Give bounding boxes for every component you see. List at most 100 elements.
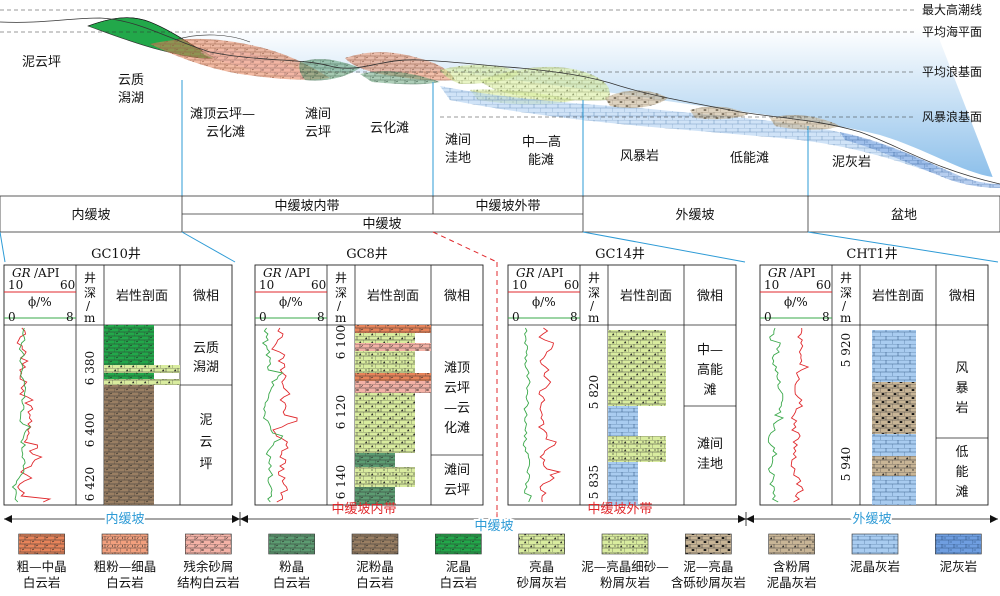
depth-label-3: / — [86, 299, 91, 313]
legend-label: 白云岩 — [273, 575, 311, 590]
depth-label-2: 深 — [588, 286, 600, 300]
facies-low-energy-shoal: 低能滩 — [730, 151, 769, 166]
zone-mid-ramp-inner: 中缓坡内带 — [274, 198, 339, 214]
mean-wave-base: 平均浪基面 — [922, 64, 982, 79]
legend-item: 泥—亮晶细砂—粉屑灰岩 — [581, 533, 669, 590]
microfacies-2-line-2: 洼地 — [697, 457, 723, 472]
legend-label: 结构白云岩 — [177, 575, 240, 590]
depth-tick: 6 400 — [83, 413, 97, 447]
depth-label-3: / — [590, 299, 595, 313]
legend-label: 含粉屑 — [773, 559, 811, 574]
microfacies-1-line-1: 风 — [955, 361, 968, 376]
connector-lines — [0, 231, 999, 520]
microfacies-2-line-3: 坪 — [199, 457, 212, 472]
well-gc8: GC8井 GR /API 10 60 ϕ/% 0 8 井 深 / m 岩性剖面 … — [254, 247, 484, 506]
legend-label: 含砾砂屑灰岩 — [671, 575, 746, 590]
gr-max: 60 — [816, 278, 831, 292]
microfacies-2-line-1: 泥 — [199, 413, 212, 428]
gr-curve — [271, 327, 298, 503]
legend-label: 泥—亮晶 — [683, 559, 733, 574]
phi-curve — [767, 327, 785, 503]
lithology-header: 岩性剖面 — [620, 289, 672, 304]
facies-storm-rock: 风暴岩 — [620, 149, 659, 164]
depth-label-3: / — [842, 299, 847, 313]
phi-max: 8 — [317, 310, 325, 324]
gr-curve — [537, 327, 562, 503]
legend-label: 白云岩 — [356, 575, 394, 590]
legend-label: 泥晶灰岩 — [767, 575, 817, 590]
facies-intershoal-depression-1: 滩间 — [445, 133, 471, 148]
legend-label: 粗—中晶 — [17, 559, 67, 574]
gr-unit: /API — [285, 266, 311, 280]
microfacies-2-line-2: 云坪 — [444, 483, 470, 498]
bottom-inner-ramp: 内缓坡 — [105, 511, 144, 527]
microfacies-1-line-3: 岩 — [955, 401, 968, 416]
depth-label-1: 井 — [84, 271, 96, 285]
gr-min: 10 — [8, 278, 23, 292]
phi-curve — [522, 327, 532, 503]
gr-label: GR — [768, 266, 787, 280]
bottom-outer-ramp: 外缓坡 — [852, 512, 891, 527]
microfacies-2-line-1: 滩间 — [444, 463, 470, 478]
max-high-tide-line: 最大高潮线 — [922, 2, 982, 17]
gr-label: GR — [12, 266, 31, 280]
facies-intershoal-depression-2: 洼地 — [445, 151, 471, 166]
legend-label: 砂屑灰岩 — [517, 575, 567, 590]
depth-label-1: 井 — [335, 271, 347, 285]
depth-tick: 6 120 — [334, 395, 348, 429]
legend-label: 泥晶 — [446, 559, 471, 574]
depth-tick: 6 100 — [334, 325, 348, 359]
bottom-mid-outer: 中缓坡外带 — [587, 502, 652, 517]
gr-unit: /API — [34, 266, 60, 280]
legend-item: 泥晶灰岩 — [850, 533, 900, 574]
depth-label-3: / — [337, 299, 342, 313]
microfacies-1-line-4: 化滩 — [444, 421, 470, 436]
depth-tick: 6 140 — [334, 465, 348, 499]
well-gc14: GC14井 GR /API 10 60 ϕ/% 0 8 井 深 / m 岩性剖面… — [507, 247, 737, 506]
depositional-profile: 最大高潮线 平均海平面 平均浪基面 风暴浪基面 泥云坪 云质 潟湖 滩顶云坪— … — [0, 2, 1000, 232]
phi-curve — [261, 327, 284, 503]
microfacies-1-line-2: 潟湖 — [193, 360, 219, 375]
zone-basin: 盆地 — [891, 208, 917, 223]
phi-max: 8 — [822, 310, 830, 324]
zone-mid-ramp: 中缓坡 — [362, 217, 401, 232]
depth-tick: 6 420 — [83, 467, 97, 501]
well-name: GC8井 — [346, 247, 388, 262]
legend-label: 亮晶 — [529, 559, 554, 574]
gr-label: GR — [263, 266, 282, 280]
gr-max: 60 — [311, 278, 326, 292]
well-name: GC14井 — [595, 247, 645, 262]
phi-max: 8 — [66, 310, 74, 324]
facies-shoal-top-2: 云化滩 — [206, 125, 245, 140]
storm-wave-base: 风暴浪基面 — [922, 109, 982, 124]
phi-label: ϕ/% — [784, 295, 808, 309]
legend-label: 泥—亮晶细砂— — [581, 559, 669, 574]
microfacies-1-line-3: 滩 — [703, 383, 716, 398]
depth-label-2: 深 — [840, 286, 852, 300]
legend-label: 粗粉—细晶 — [94, 559, 157, 574]
mean-sea-level: 平均海平面 — [922, 24, 982, 39]
microfacies-1-line-1: 中— — [697, 343, 723, 358]
legend-label: 白云岩 — [106, 575, 144, 590]
bottom-mid-inner: 中缓坡内带 — [331, 501, 396, 517]
phi-min: 0 — [259, 310, 267, 324]
well-gc10: GC10井 GR /API 10 60 ϕ/% 0 8 井 深 / m 岩性剖面… — [3, 247, 233, 506]
gr-max: 60 — [60, 278, 75, 292]
microfacies-1-line-3: —云 — [444, 401, 470, 416]
microfacies-header: 微相 — [193, 289, 219, 304]
facies-lagoon-1: 云质 — [118, 73, 144, 88]
lithology-header: 岩性剖面 — [872, 289, 924, 304]
zone-outer-ramp: 外缓坡 — [675, 208, 714, 223]
zone-inner-ramp: 内缓坡 — [71, 207, 110, 223]
legend-label: 泥晶灰岩 — [850, 559, 900, 574]
depth-label-4: m — [335, 311, 347, 325]
phi-min: 0 — [8, 310, 16, 324]
legend-label: 白云岩 — [440, 575, 478, 590]
well-name: GC10井 — [91, 247, 141, 262]
well-name: CHT1井 — [846, 247, 897, 262]
